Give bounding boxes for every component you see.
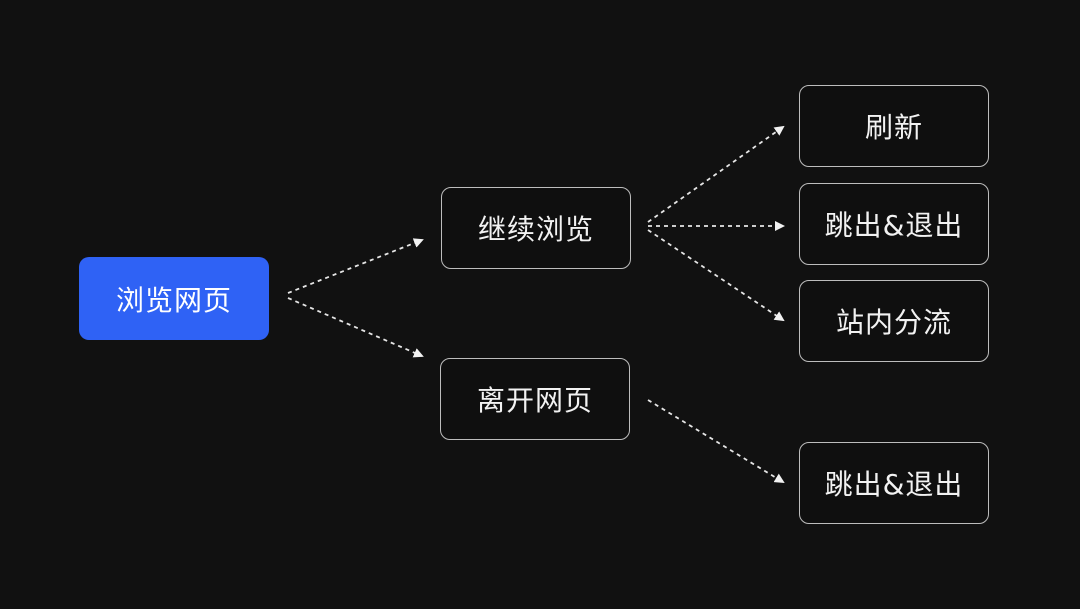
node-continue-browsing: 继续浏览 bbox=[441, 187, 631, 269]
edge-continue-to-split bbox=[647, 229, 785, 322]
edge-root-to-continue bbox=[287, 238, 424, 294]
node-refresh-label: 刷新 bbox=[864, 111, 923, 144]
node-bounce-exit-2-label: 跳出&退出 bbox=[824, 468, 964, 501]
node-continue-browsing-label: 继续浏览 bbox=[477, 213, 594, 246]
node-bounce-exit-1-label: 跳出&退出 bbox=[824, 209, 964, 242]
node-refresh: 刷新 bbox=[799, 85, 989, 167]
node-internal-split: 站内分流 bbox=[799, 280, 989, 362]
edge-leave-to-bounce bbox=[647, 399, 785, 484]
node-leave-page-label: 离开网页 bbox=[476, 384, 593, 417]
edge-root-to-leave bbox=[287, 297, 424, 358]
node-bounce-exit-2: 跳出&退出 bbox=[799, 442, 989, 524]
root-node-label: 浏览网页 bbox=[115, 283, 232, 317]
node-internal-split-label: 站内分流 bbox=[835, 306, 952, 339]
node-leave-page: 离开网页 bbox=[440, 358, 630, 440]
node-bounce-exit-1: 跳出&退出 bbox=[799, 183, 989, 265]
edge-continue-to-refresh bbox=[647, 125, 785, 223]
root-node: 浏览网页 bbox=[79, 257, 269, 340]
